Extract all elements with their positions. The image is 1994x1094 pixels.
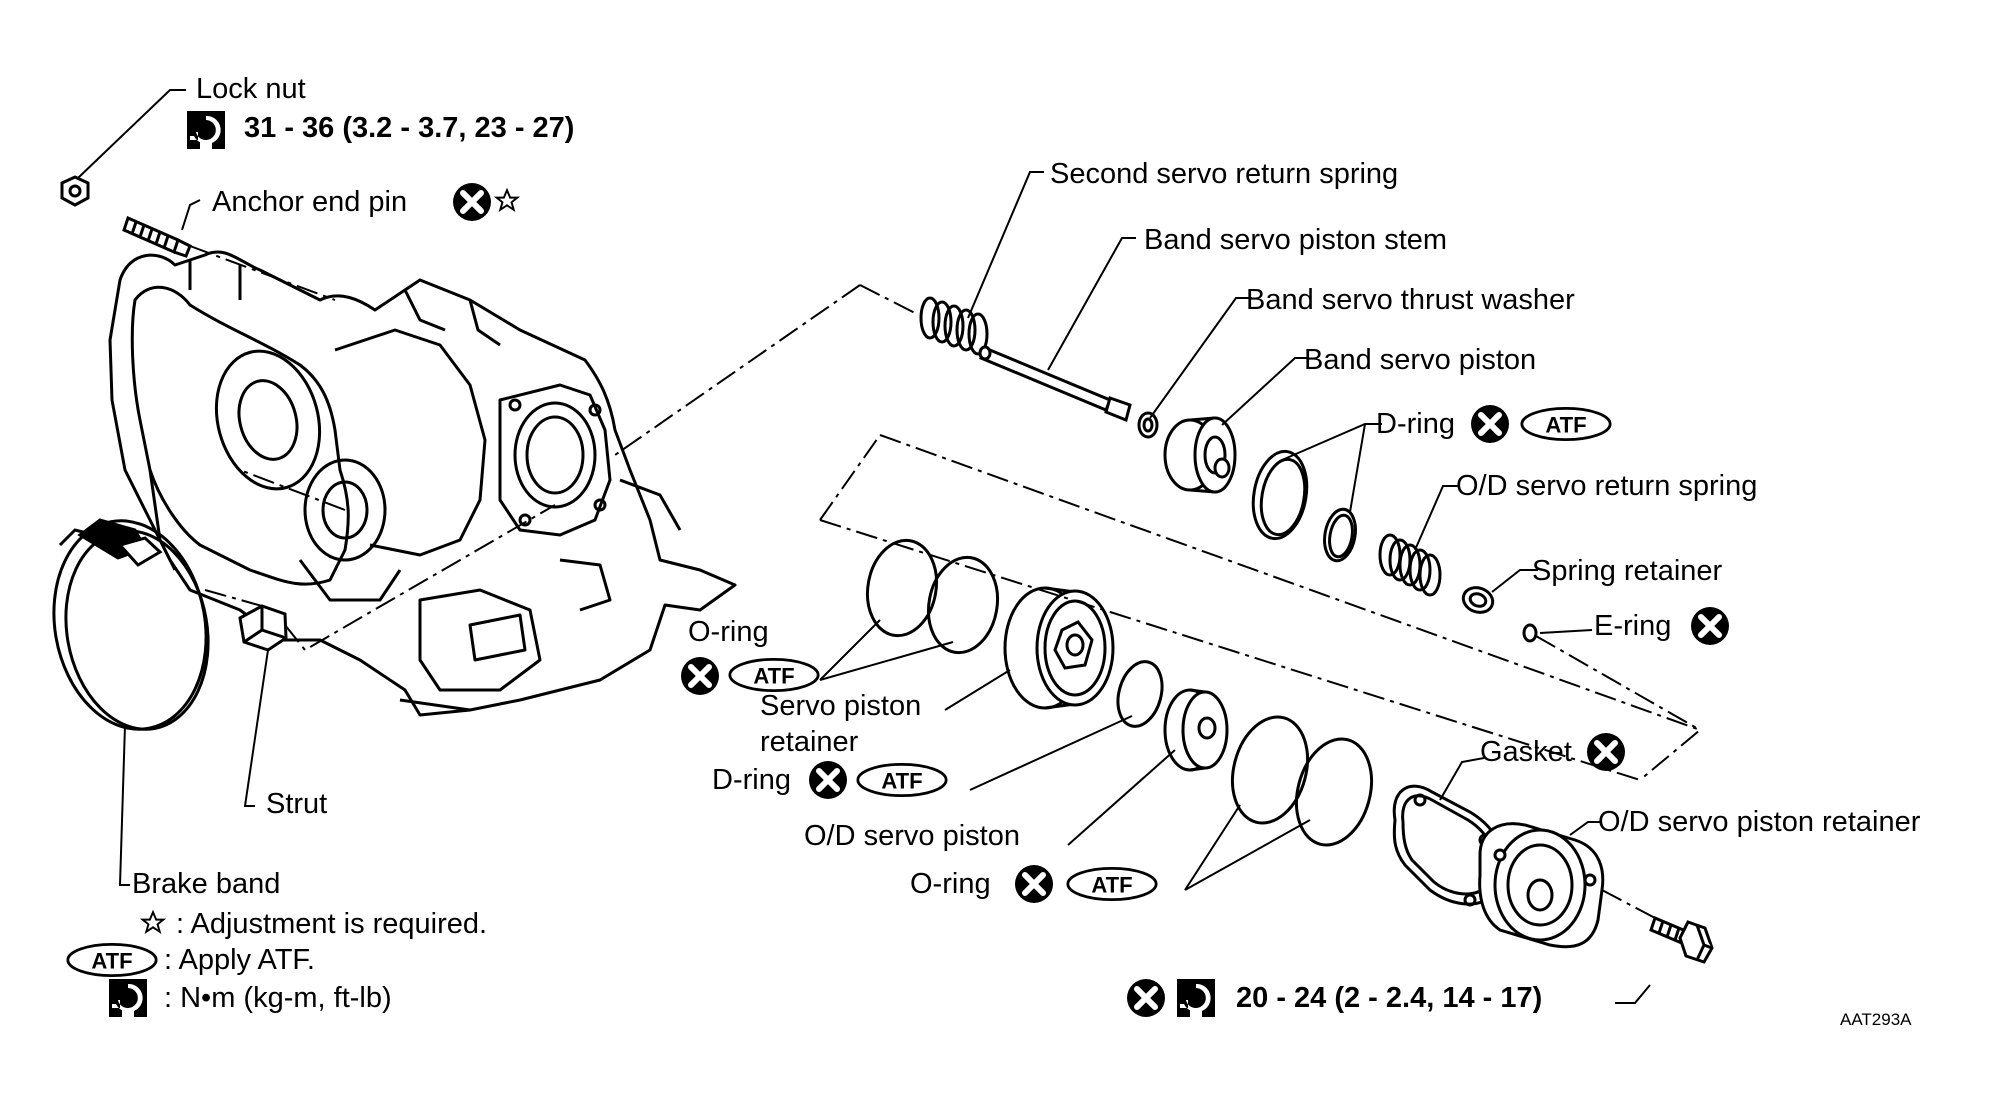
transmission-case [108,250,737,717]
od-servo-return-spring-part [1378,533,1442,597]
circle-x-icon [1470,404,1510,444]
gasket-label: Gasket [1480,736,1572,768]
atf-badge [66,941,158,979]
legend-atf-text: : Apply ATF. [164,944,315,976]
circle-x-icon [1690,606,1730,646]
figure-reference: AAT293A [1840,1010,1912,1029]
o-ring-left-label: O-ring [688,616,769,648]
od-servo-piston-retainer-part [1478,822,1605,949]
d-ring-lower-label: D-ring [712,764,791,796]
torque-wrench-icon [108,978,148,1018]
atf-badge [1066,865,1158,903]
circle-x-icon [680,656,720,696]
band-servo-piston-stem-label: Band servo piston stem [1144,224,1448,256]
o-ring-lower-label: O-ring [910,868,991,900]
leader-lines [77,89,1651,1004]
o-ring-lower-parts [1231,715,1373,847]
star-icon [494,188,520,214]
lock-nut-torque-value: 31 - 36 (3.2 - 3.7, 23 - 27) [244,112,575,144]
circle-x-icon [808,760,848,800]
band-servo-piston-label: Band servo piston [1304,344,1537,376]
brake-band-label: Brake band [132,868,281,900]
e-ring-label: E-ring [1594,610,1672,642]
circle-x-icon [1014,864,1054,904]
assembly-lines [189,245,1702,919]
spring-retainer-part [1461,586,1495,614]
bolt-torque-value: 20 - 24 (2 - 2.4, 14 - 17) [1236,982,1543,1014]
torque-wrench-icon [186,110,226,150]
atf-badge [728,656,820,694]
strut-label: Strut [266,788,328,820]
od-servo-piston-retainer-label: O/D servo piston retainer [1598,806,1921,838]
d-ring-upper-parts [1251,449,1357,563]
band-servo-thrust-washer-part [1137,411,1159,439]
servo-piston-retainer-label-line2: retainer [760,726,859,758]
od-servo-return-spring-label: O/D servo return spring [1456,470,1758,502]
anchor-end-pin-label: Anchor end pin [212,186,408,218]
lock-nut-part [60,175,90,207]
atf-badge [1520,405,1612,443]
band-servo-thrust-washer-label: Band servo thrust washer [1246,284,1575,316]
circle-x-icon [1126,978,1166,1018]
anchor-end-pin-part [122,215,192,258]
brake-band-part [52,518,210,731]
servo-piston-retainer-part [1003,586,1115,710]
d-ring-lower-part [1116,660,1164,728]
e-ring-part [1522,623,1538,643]
torque-wrench-icon [1176,978,1216,1018]
lock-nut-label: Lock nut [196,73,306,105]
od-servo-piston-part [1163,688,1229,772]
od-servo-piston-label: O/D servo piston [804,820,1020,852]
d-ring-upper-label: D-ring [1376,408,1455,440]
star-icon [140,910,166,936]
o-ring-left-parts [865,538,1000,655]
circle-x-icon [1586,732,1626,772]
strut-part [238,604,288,652]
legend-torque-text: : N•m (kg-m, ft-lb) [164,982,392,1014]
spring-retainer-label: Spring retainer [1532,555,1723,587]
servo-piston-retainer-label-line1: Servo piston [760,690,922,722]
legend-star-text: : Adjustment is required. [176,908,488,940]
second-servo-return-spring-label: Second servo return spring [1050,158,1399,190]
band-servo-piston-stem-part [978,345,1132,423]
circle-x-icon [452,182,492,222]
second-servo-return-spring-part [919,296,989,356]
band-servo-piston-part [1163,416,1237,494]
atf-badge [856,761,948,799]
bolt-part [1649,915,1714,964]
